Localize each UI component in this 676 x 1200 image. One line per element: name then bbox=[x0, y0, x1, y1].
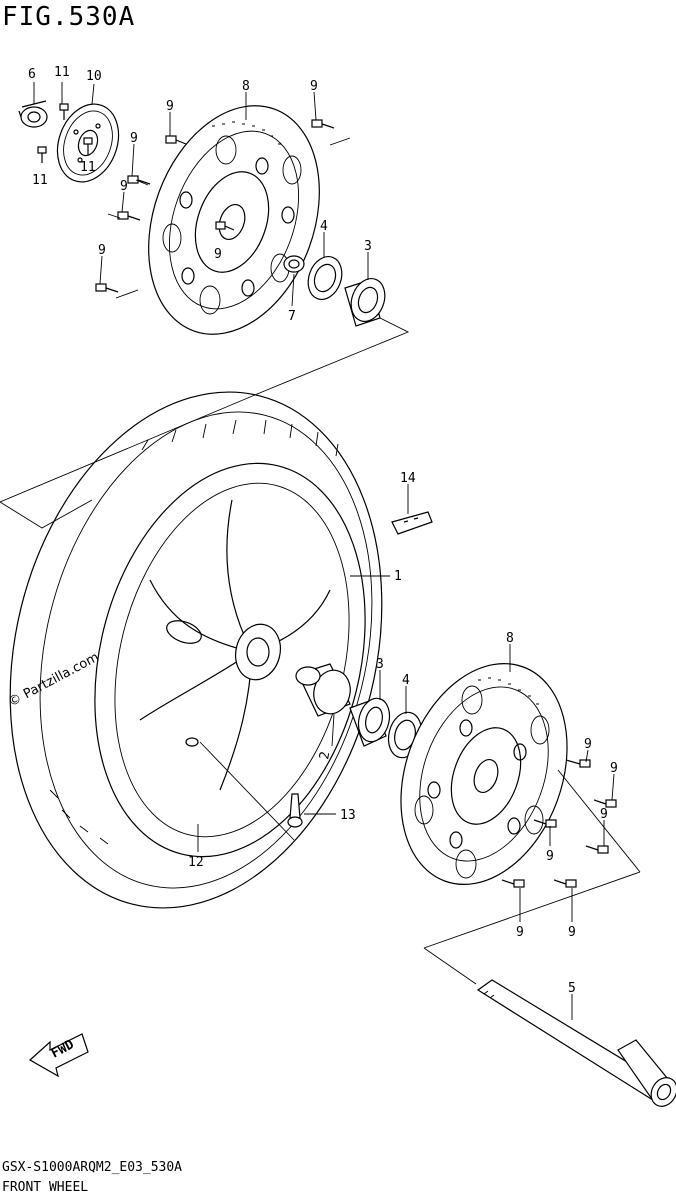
figure-title: FIG.530A bbox=[2, 2, 136, 32]
leader-lines bbox=[33, 82, 615, 1020]
callout-9: 9 bbox=[98, 243, 106, 258]
callout-9: 9 bbox=[310, 79, 318, 94]
disc-bolt-9-k bbox=[501, 879, 525, 888]
callout-3: 3 bbox=[364, 239, 372, 254]
callout-2: 2 bbox=[317, 750, 333, 760]
bearing-3-lower bbox=[349, 697, 391, 747]
callout-5: 5 bbox=[568, 981, 576, 996]
callout-9: 9 bbox=[568, 925, 576, 940]
callout-4: 4 bbox=[320, 219, 328, 234]
callout-9: 9 bbox=[120, 179, 128, 194]
brake-disc-lower bbox=[400, 663, 568, 885]
disc-bolt-9-i bbox=[533, 819, 557, 828]
callout-11: 11 bbox=[80, 160, 96, 175]
callout-9: 9 bbox=[600, 807, 608, 822]
callout-4: 4 bbox=[402, 673, 410, 688]
bearing-3-upper bbox=[344, 278, 386, 327]
disc-bolt-9-l bbox=[553, 879, 577, 888]
callout-9: 9 bbox=[166, 99, 174, 114]
callout-3: 3 bbox=[376, 657, 384, 672]
tire-valve-13 bbox=[287, 793, 303, 828]
callout-11: 11 bbox=[54, 65, 70, 80]
callout-8: 8 bbox=[506, 631, 514, 646]
callout-9: 9 bbox=[584, 737, 592, 752]
callout-10: 10 bbox=[86, 69, 102, 84]
callout-9: 9 bbox=[516, 925, 524, 940]
bearing-4-upper bbox=[307, 256, 343, 300]
bolt-11-a bbox=[59, 103, 69, 120]
callout-6: 6 bbox=[28, 67, 36, 82]
callout-13: 13 bbox=[340, 808, 356, 823]
spacer-collar-6 bbox=[18, 100, 48, 128]
callout-9: 9 bbox=[546, 849, 554, 864]
spacer-2 bbox=[295, 663, 351, 717]
callout-11: 11 bbox=[32, 173, 48, 188]
callout-14: 14 bbox=[400, 471, 416, 486]
callout-9: 9 bbox=[610, 761, 618, 776]
callout-9: 9 bbox=[214, 247, 222, 262]
figure-name: FRONT WHEEL bbox=[2, 1180, 89, 1195]
disc-bolt-9-c bbox=[127, 175, 151, 185]
balance-weight-14 bbox=[391, 511, 433, 535]
disc-bolt-9-d bbox=[117, 211, 141, 221]
disc-bolt-9-b bbox=[311, 119, 335, 129]
brake-disc-upper bbox=[148, 105, 320, 335]
front-axle-5 bbox=[476, 979, 676, 1107]
disc-bolt-9-f bbox=[215, 221, 235, 231]
callout-1: 1 bbox=[394, 569, 402, 584]
callout-12: 12 bbox=[188, 855, 204, 870]
callout-9: 9 bbox=[130, 131, 138, 146]
figure-code: GSX-S1000ARQM2_E03_530A bbox=[2, 1160, 183, 1175]
disc-bolt-9-e bbox=[95, 283, 119, 293]
oil-seal-7 bbox=[283, 255, 305, 273]
wheel-rim-1 bbox=[94, 462, 366, 858]
disc-bolt-9-h bbox=[593, 799, 617, 808]
callout-7: 7 bbox=[288, 309, 296, 324]
disc-bolt-9-a bbox=[165, 135, 187, 145]
forward-arrow-icon: FWD bbox=[28, 1033, 89, 1078]
bolt-11-b bbox=[83, 137, 93, 155]
disc-bolt-9-g bbox=[565, 759, 591, 768]
disc-bolt-9-j bbox=[585, 845, 609, 854]
callout-8: 8 bbox=[242, 79, 250, 94]
bolt-11-c bbox=[37, 146, 47, 163]
